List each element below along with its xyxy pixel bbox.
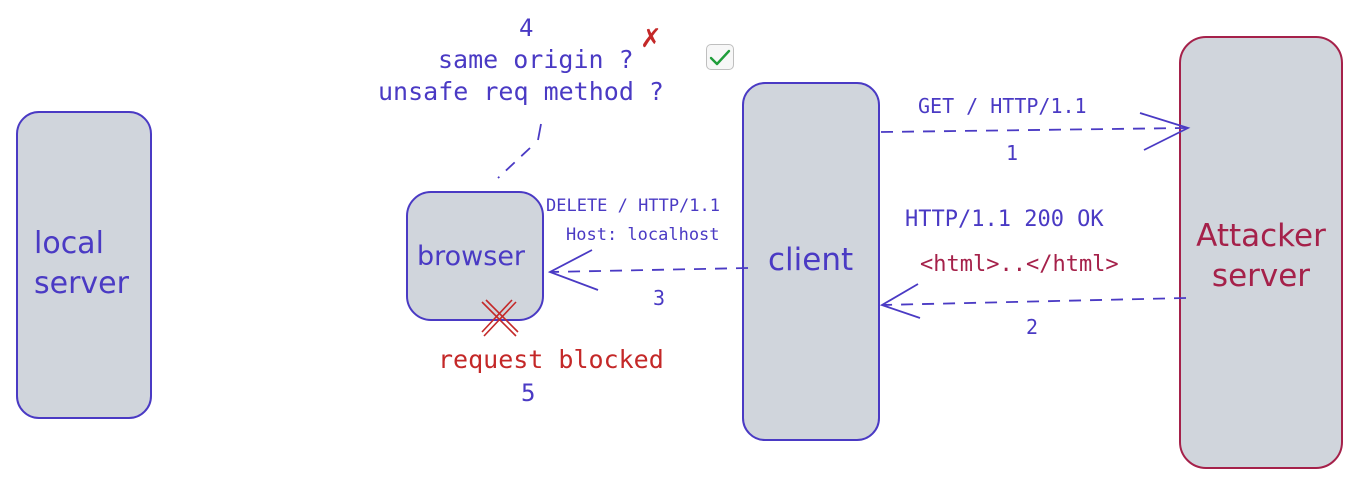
step3-number: 3 <box>653 286 666 310</box>
arrow-step2 <box>879 283 1187 319</box>
step1-number: 1 <box>1006 141 1019 165</box>
checks-connector <box>497 123 542 179</box>
arrow-head-icon <box>879 283 921 319</box>
check-box <box>706 44 734 70</box>
local-server-label: local server <box>34 226 129 301</box>
arrow-step1 <box>880 112 1191 151</box>
step1-label: GET / HTTP/1.1 <box>918 94 1087 118</box>
browser-label: browser <box>417 241 526 272</box>
step4-number: 4 <box>519 14 534 42</box>
request-blocked-label: request blocked <box>438 345 664 374</box>
blocked-cross-icon <box>481 299 519 337</box>
arrow-head-icon <box>547 249 599 291</box>
step2-number: 2 <box>1026 315 1039 339</box>
step2-body: <html>..</html> <box>920 252 1119 277</box>
step5-number: 5 <box>521 379 536 407</box>
attacker-server-box <box>1179 36 1343 469</box>
client-box <box>742 82 880 441</box>
arrow-step3 <box>547 249 749 291</box>
unsafe-method-label: unsafe req method ? <box>378 77 664 106</box>
step3-label-line2: Host: localhost <box>566 225 720 245</box>
step2-label: HTTP/1.1 200 OK <box>905 207 1104 232</box>
local-server-box <box>16 111 152 419</box>
arrow-head-icon <box>1139 112 1191 151</box>
browser-box <box>406 191 544 321</box>
same-origin-label: same origin ? <box>438 45 634 74</box>
client-label: client <box>768 242 854 278</box>
attacker-server-label: Attacker server <box>1196 218 1326 294</box>
cross-mark-icon: ✗ <box>640 24 662 54</box>
step3-label-line1: DELETE / HTTP/1.1 <box>546 196 720 216</box>
